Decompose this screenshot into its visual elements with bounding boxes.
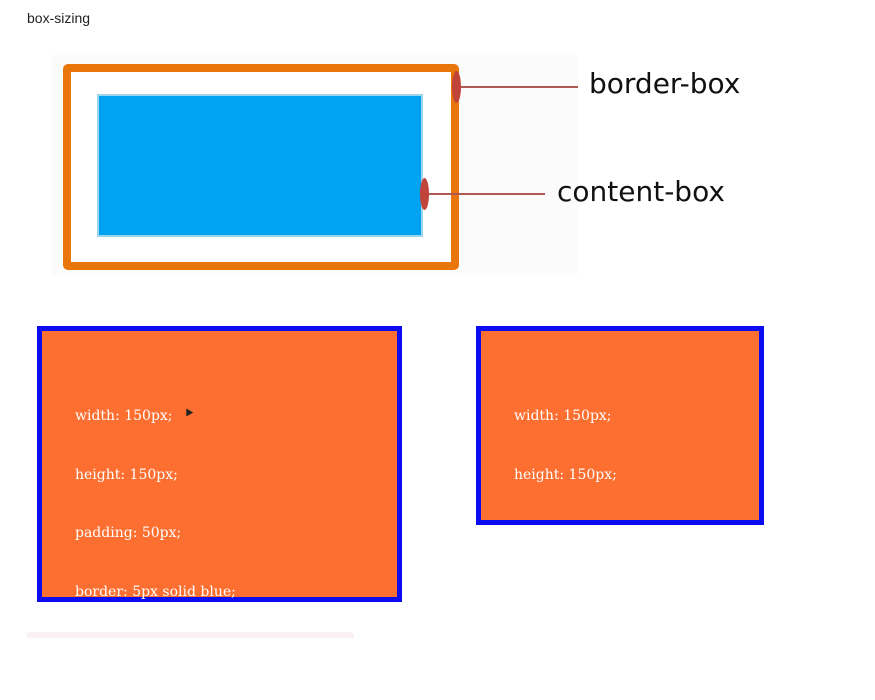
code-line-padding: padding: 50px; bbox=[75, 525, 182, 541]
code-line-height: height: 150px; bbox=[514, 466, 617, 483]
border-box-marker bbox=[452, 71, 461, 103]
code-line-border: border: 5px solid blue; bbox=[75, 583, 236, 600]
content-box-demo-code: width: 150px; height: 150px; padding: 50… bbox=[75, 368, 244, 700]
border-box-demo: width: 150px; height: 150px; padding: 50… bbox=[476, 326, 764, 658]
page-title: box-sizing bbox=[27, 10, 91, 26]
code-line-width: width: 150px; bbox=[514, 408, 612, 424]
border-box-pointer-line bbox=[458, 86, 578, 88]
code-line-height: height: 150px; bbox=[75, 466, 178, 483]
content-box-demo: width: 150px; height: 150px; padding: 50… bbox=[37, 326, 402, 658]
code-line-box-sizing: box-sizing: content-box; bbox=[75, 642, 245, 658]
content-box-pointer-line bbox=[426, 193, 545, 195]
code-line-width: width: 150px; bbox=[75, 408, 173, 424]
content-box-marker bbox=[420, 178, 429, 210]
next-block-edge bbox=[27, 632, 354, 638]
code-line-padding: padding: 50px; bbox=[514, 525, 621, 541]
border-box-demo-code: width: 150px; height: 150px; padding: 50… bbox=[514, 368, 677, 700]
border-box-label: border-box bbox=[589, 67, 741, 100]
content-box-label: content-box bbox=[557, 175, 725, 208]
content-box-area bbox=[97, 94, 423, 237]
code-line-border: border: 5px solid blue; bbox=[514, 583, 675, 600]
code-line-box-sizing: box-sizing: border-box; bbox=[514, 642, 678, 658]
